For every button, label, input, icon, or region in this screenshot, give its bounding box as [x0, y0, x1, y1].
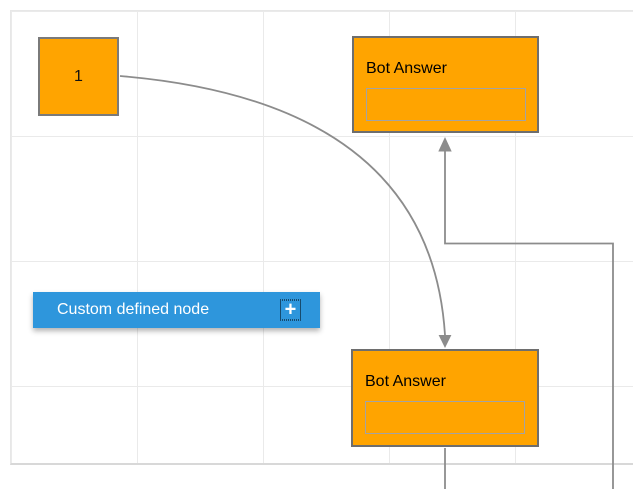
- bot-answer-input[interactable]: [365, 401, 525, 434]
- node-start[interactable]: 1: [38, 37, 119, 116]
- add-node-button[interactable]: +: [280, 298, 301, 321]
- node-bot-answer-bottom[interactable]: Bot Answer: [351, 349, 539, 447]
- node-start-label: 1: [74, 67, 83, 85]
- bot-answer-input[interactable]: [366, 88, 526, 121]
- plus-icon: +: [284, 298, 297, 320]
- node-custom-defined[interactable]: Custom defined node +: [33, 292, 320, 328]
- custom-node-label: Custom defined node: [57, 301, 210, 318]
- bot-answer-title: Bot Answer: [366, 60, 447, 77]
- node-bot-answer-top[interactable]: Bot Answer: [352, 36, 539, 133]
- bot-answer-title: Bot Answer: [365, 373, 446, 390]
